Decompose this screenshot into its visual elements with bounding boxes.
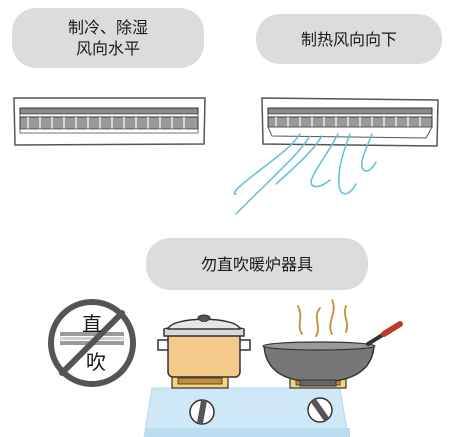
prohibit-bottom-char: 吹 xyxy=(86,350,106,374)
ac-unit-horizontal xyxy=(13,97,206,146)
label-warning: 勿直吹暖炉器具 xyxy=(146,238,368,290)
airflow-lines xyxy=(233,133,377,215)
prohibit-top-char: 直 xyxy=(82,312,102,336)
label-heat-text: 制热风向向下 xyxy=(300,29,397,49)
knob-right xyxy=(307,397,333,423)
label-cool-line2: 风向水平 xyxy=(75,39,140,58)
stove xyxy=(143,373,350,437)
wok xyxy=(262,299,403,387)
label-cool-horizontal: 制冷、除湿 风向水平 xyxy=(12,8,204,68)
label-heat-downward: 制热风向向下 xyxy=(256,14,442,64)
label-warning-text: 勿直吹暖炉器具 xyxy=(200,254,313,274)
prohibit-sign xyxy=(48,299,136,387)
knob-left xyxy=(189,399,215,425)
ac-unit-downward xyxy=(261,97,439,147)
pot xyxy=(157,314,251,378)
steam xyxy=(297,299,349,337)
label-cool-line1: 制冷、除湿 xyxy=(67,18,148,37)
